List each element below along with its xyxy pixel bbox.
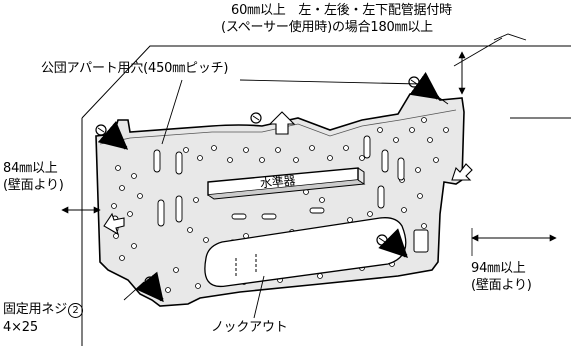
screw-arrows (97, 71, 441, 303)
knockout-label: ノックアウト (211, 320, 288, 335)
right-clearance-label-line1: 94㎜以上 (471, 261, 526, 276)
hook-arrows (103, 111, 473, 236)
screw-size-label: 4×25 (3, 320, 38, 335)
housing-hole-label: 公団アパート用穴(450㎜ピッチ) (41, 61, 229, 76)
screw-bottom-left (144, 276, 156, 288)
leader-lines (123, 33, 527, 319)
left-clearance-label-line2: (壁面より) (3, 178, 64, 193)
knockout-panel (204, 217, 407, 288)
level-label: 水準器 (259, 173, 296, 191)
left-clearance-label-line1: 84㎜以上 (3, 161, 58, 176)
right-clearance-label-line2: (壁面より) (471, 278, 532, 293)
screw-top-right (408, 76, 420, 88)
knockout-marks (235, 254, 257, 278)
top-clearance-label-line2: (スペーサー使用時)の場合180㎜以上 (221, 20, 433, 35)
spirit-level (207, 167, 366, 200)
screw-number-badge: 2 (68, 303, 84, 318)
screw-bottom-right (376, 234, 388, 246)
screw-top-center (250, 112, 262, 124)
screw-label-text: 固定用ネジ (3, 302, 68, 317)
side-bracket (413, 229, 429, 253)
top-clearance-label-line1: 60㎜以上 左・左後・左下配管据付時 (231, 3, 452, 18)
screw-top-left (95, 124, 107, 136)
